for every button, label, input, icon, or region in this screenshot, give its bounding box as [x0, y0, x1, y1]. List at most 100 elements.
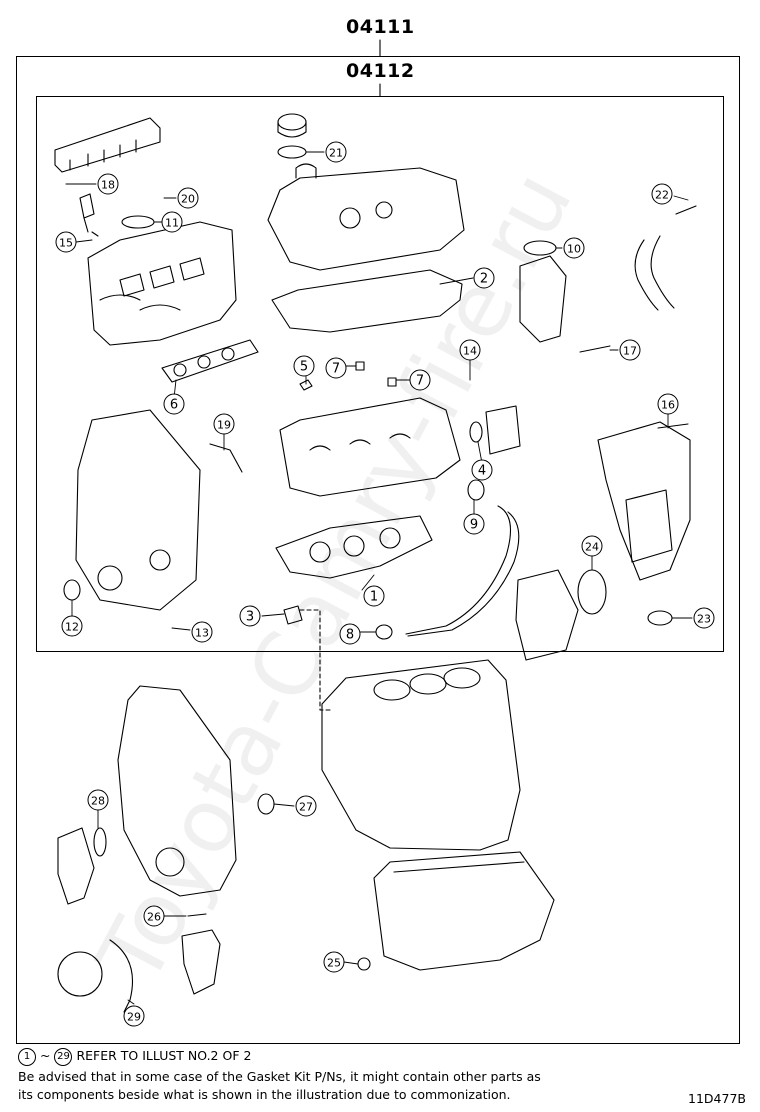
timing-chain-cover-part: [75, 409, 201, 611]
callout-25[interactable]: 25: [323, 951, 345, 973]
callout-7[interactable]: 7: [325, 357, 347, 379]
callout-label: 25: [327, 957, 341, 970]
gasket-25-part: [357, 957, 371, 971]
oring-11-part: [121, 215, 155, 229]
callout-16[interactable]: 16: [657, 393, 679, 415]
callout-3[interactable]: 3: [239, 605, 261, 627]
callout-circle: [473, 267, 495, 289]
callout-label: 21: [329, 147, 343, 160]
callout-label: 11: [165, 217, 179, 230]
dipstick-guide-part: [634, 235, 675, 311]
callout-circle: [55, 231, 77, 253]
callout-circle: [123, 1005, 145, 1027]
callout-14[interactable]: 14: [459, 339, 481, 361]
callout-label: 13: [195, 627, 209, 640]
callout-20[interactable]: 20: [177, 187, 199, 209]
callout-label: 3: [246, 610, 254, 625]
callout-label: 29: [127, 1011, 141, 1024]
callout-circle: [409, 369, 431, 391]
intake-manifold-part: [87, 221, 237, 346]
callout-2[interactable]: 2: [473, 267, 495, 289]
callout-label: 27: [299, 801, 313, 814]
gasket-10-part: [523, 240, 557, 256]
callout-circle: [239, 605, 261, 627]
callout-26[interactable]: 26: [143, 905, 165, 927]
callout-circle: [325, 357, 347, 379]
callout-circle: [459, 339, 481, 361]
callout-6[interactable]: 6: [163, 393, 185, 415]
lower-timing-cover-part: [117, 685, 237, 897]
callout-circle: [325, 141, 347, 163]
oil-pan-part: [373, 851, 555, 971]
callout-circle: [61, 615, 83, 637]
callout-23[interactable]: 23: [693, 607, 715, 629]
diagram-id: 11D477B: [688, 1091, 746, 1106]
oring-28-part: [93, 827, 107, 857]
callout-leaders: [71, 151, 693, 1005]
callout-label: 22: [655, 189, 669, 202]
callout-21[interactable]: 21: [325, 141, 347, 163]
footer-refer-text[interactable]: REFER TO ILLUST NO.2 OF 2: [76, 1048, 252, 1063]
oil-seal-12-part: [63, 579, 81, 601]
callout-circle: [191, 621, 213, 643]
oring-22-part: [675, 205, 697, 215]
callout-12[interactable]: 12: [61, 615, 83, 637]
egr-valve-part: [519, 255, 567, 343]
callout-8[interactable]: 8: [339, 623, 361, 645]
callout-label: 28: [91, 795, 105, 808]
part-7a: [355, 361, 365, 371]
footer-range-from: 1: [18, 1047, 36, 1066]
callout-circle: [363, 585, 385, 607]
callout-9[interactable]: 9: [463, 513, 485, 535]
callout-circle: [97, 173, 119, 195]
callout-label: 19: [217, 419, 231, 432]
cylinder-block-part: [321, 659, 521, 851]
callout-24[interactable]: 24: [581, 535, 603, 557]
callout-4[interactable]: 4: [471, 459, 493, 481]
footer-range-sep: ~: [39, 1048, 51, 1063]
oring-29-part: [109, 939, 134, 1013]
callout-5[interactable]: 5: [293, 355, 315, 377]
water-outlet-part: [485, 405, 521, 455]
callout-28[interactable]: 28: [87, 789, 109, 811]
callout-27[interactable]: 27: [295, 795, 317, 817]
gasket-4-part: [469, 421, 483, 443]
callout-15[interactable]: 15: [55, 231, 77, 253]
gasket-26-part: [187, 913, 207, 917]
callout-7[interactable]: 7: [409, 369, 431, 391]
callout-1[interactable]: 1: [363, 585, 385, 607]
thermostat-housing-part: [181, 929, 221, 995]
callout-label: 7: [332, 362, 340, 377]
callout-19[interactable]: 19: [213, 413, 235, 435]
callout-label: 18: [101, 179, 115, 192]
callout-label: 12: [65, 621, 79, 634]
callout-18[interactable]: 18: [97, 173, 119, 195]
head-cover-gasket-part: [271, 269, 463, 333]
callout-label: 9: [470, 518, 478, 533]
intake-gasket-part: [161, 339, 259, 383]
footer-refer-line: 1 ~ 29 REFER TO ILLUST NO.2 OF 2: [18, 1047, 251, 1066]
callout-label: 23: [697, 613, 711, 626]
callout-10[interactable]: 10: [563, 237, 585, 259]
callout-11[interactable]: 11: [161, 211, 183, 233]
part-7b: [387, 377, 397, 387]
gasket-9-part: [467, 479, 485, 501]
callout-label: 15: [59, 237, 73, 250]
part-5: [299, 379, 313, 391]
callout-circle: [471, 459, 493, 481]
callout-13[interactable]: 13: [191, 621, 213, 643]
callout-29[interactable]: 29: [123, 1005, 145, 1027]
inner-kit-code[interactable]: 04112: [346, 60, 415, 82]
callout-circle: [693, 607, 715, 629]
oring-24-part: [577, 569, 607, 615]
outer-kit-code[interactable]: 04111: [346, 16, 415, 38]
alignment-dash: [299, 609, 333, 711]
callout-circle: [177, 187, 199, 209]
callout-17[interactable]: 17: [619, 339, 641, 361]
callout-22[interactable]: 22: [651, 183, 673, 205]
callout-label: 26: [147, 911, 161, 924]
part-3: [283, 605, 303, 625]
callout-label: 14: [463, 345, 477, 358]
callout-circle: [581, 535, 603, 557]
